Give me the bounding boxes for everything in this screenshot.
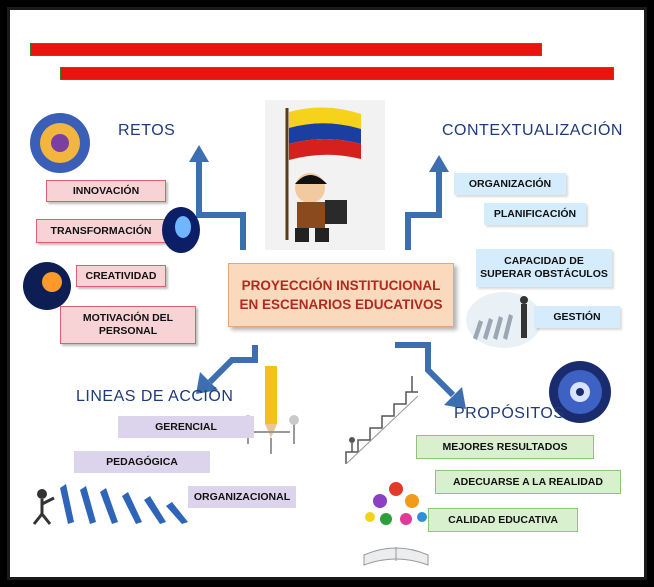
- arrow-lineas: [207, 345, 258, 385]
- brain-gear-icon: [30, 113, 90, 173]
- gestion-box: GESTIÓN: [534, 306, 620, 328]
- diagram-frame: RETOS INNOVACIÓN TRANSFORMACIÓN CREATIVI…: [7, 7, 647, 580]
- dominoes-image: [465, 290, 543, 350]
- head-glow-image: [160, 205, 202, 255]
- flag-child-image: [265, 100, 385, 250]
- book-ideas-icon: [363, 482, 429, 566]
- gerencial-box: GERENCIAL: [118, 416, 254, 438]
- retos-title: RETOS: [118, 122, 176, 139]
- stairs-figure-image: [336, 370, 426, 470]
- brain-gear-image: [24, 110, 96, 176]
- adecuarse-box: ADECUARSE A LA REALIDAD: [435, 470, 621, 494]
- contexto-title: CONTEXTUALIZACIÓN: [442, 122, 623, 139]
- target-compass-image: [548, 360, 612, 424]
- book-ideas-image: [356, 475, 436, 570]
- motivacion-box: MOTIVACIÓN DEL PERSONAL: [60, 306, 196, 344]
- thinking-head-image: [22, 260, 72, 312]
- capacidad-line2: SUPERAR OBSTÁCULOS: [480, 268, 608, 280]
- creatividad-box: CREATIVIDAD: [76, 265, 166, 287]
- arrow-contexto: [405, 170, 442, 250]
- thinking-head-icon: [23, 262, 71, 310]
- dominoes-icon: [466, 292, 542, 348]
- head-glow-icon: [162, 207, 200, 253]
- central-concept: PROYECCIÓN INSTITUCIONAL EN ESCENARIOS E…: [228, 263, 454, 327]
- motivacion-line1: MOTIVACIÓN DEL: [82, 312, 174, 324]
- connector-arrows: [189, 145, 466, 409]
- innovacion-box: INNOVACIÓN: [46, 180, 166, 202]
- central-line1: PROYECCIÓN INSTITUCIONAL: [241, 278, 441, 293]
- target-compass-icon: [549, 361, 611, 423]
- red-bar-top: [30, 43, 542, 56]
- pedagogica-box: PEDAGÓGICA: [74, 451, 210, 473]
- organizacion-box: ORGANIZACIÓN: [454, 173, 566, 195]
- falling-blocks-image: [30, 478, 190, 528]
- flag-child-icon: [265, 100, 385, 250]
- motivacion-line2: PERSONAL: [98, 325, 158, 337]
- stairs-figure-icon: [345, 376, 419, 465]
- mejores-resultados-box: MEJORES RESULTADOS: [416, 435, 594, 459]
- lineas-title: LINEAS DE ACCIÓN: [76, 388, 234, 405]
- calidad-educativa-box: CALIDAD EDUCATIVA: [428, 508, 578, 532]
- capacidad-line1: CAPACIDAD DE: [504, 255, 584, 267]
- propositos-title: PROPÓSITOS: [454, 405, 565, 422]
- arrow-propositos: [395, 342, 456, 398]
- planificacion-box: PLANIFICACIÓN: [484, 203, 586, 225]
- red-bar-bottom: [60, 67, 614, 80]
- transformacion-box: TRANSFORMACIÓN: [36, 219, 166, 243]
- central-line2: EN ESCENARIOS EDUCATIVOS: [239, 297, 443, 312]
- pencil-gears-image: [232, 362, 310, 458]
- organizacional-box: ORGANIZACIONAL: [188, 486, 296, 508]
- capacidad-box: CAPACIDAD DE SUPERAR OBSTÁCULOS: [476, 249, 612, 287]
- arrow-retos: [196, 160, 246, 250]
- falling-blocks-icon: [32, 484, 188, 525]
- pencil-gears-icon: [243, 366, 299, 454]
